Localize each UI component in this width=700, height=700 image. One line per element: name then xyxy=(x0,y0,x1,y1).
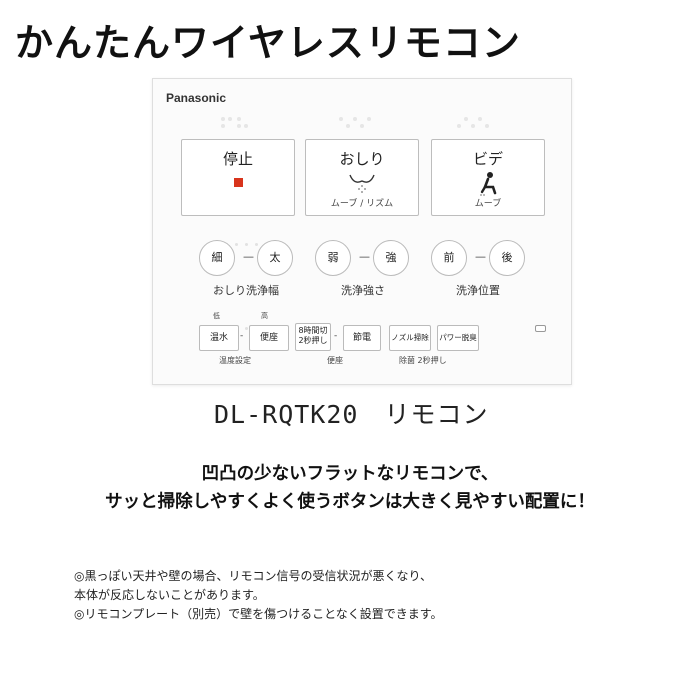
temp-high-label: 高 xyxy=(261,312,268,320)
nozzle-clean-button[interactable]: ノズル掃除 xyxy=(389,325,431,351)
timer-8h-button[interactable]: 8時間切 2秒押し xyxy=(295,323,331,351)
temp-low-label: 低 xyxy=(213,312,220,320)
remote-control: Panasonic 停止 おしり ムーブ / リズム ビデ ムーブ xyxy=(152,78,572,385)
width-dash: — xyxy=(243,250,254,263)
timer-line1: 8時間切 xyxy=(298,326,328,335)
strength-group-label: 洗浄強さ xyxy=(341,284,385,297)
oshiri-spray-icon xyxy=(349,174,375,193)
position-front-button[interactable]: 前 xyxy=(431,240,467,276)
headline: かんたんワイヤレスリモコン xyxy=(15,21,521,65)
oshiri-button[interactable]: おしり ムーブ / リズム xyxy=(305,139,419,216)
power-save-button[interactable]: 節電 xyxy=(343,325,381,351)
temp-level-dots xyxy=(225,315,255,330)
temp-dash: - xyxy=(240,331,244,341)
width-wide-button[interactable]: 太 xyxy=(257,240,293,276)
brand-logo: Panasonic xyxy=(166,91,227,105)
note-line2: 本体が反応しないことがあります。 xyxy=(74,588,265,602)
stop-button-label: 停止 xyxy=(222,150,253,168)
note-line1: ◎黒っぽい天井や壁の場合、リモコン信号の受信状況が悪くなり、 xyxy=(74,569,432,583)
bidet-person-icon xyxy=(480,172,497,196)
oshiri-button-label: おしり xyxy=(339,150,385,168)
oshiri-button-sub: ムーブ / リズム xyxy=(330,199,394,209)
model-caption: DL-RQTK20 リモコン xyxy=(214,400,489,429)
stop-button[interactable]: 停止 xyxy=(181,139,295,216)
bidet-button[interactable]: ビデ ムーブ xyxy=(431,139,545,216)
stop-square-icon xyxy=(233,178,243,187)
position-group-label: 洗浄位置 xyxy=(456,284,500,297)
width-group-label: おしり洗浄幅 xyxy=(213,284,279,297)
save-dash: - xyxy=(334,331,338,341)
note-line3: ◎リモコンプレート（別売）で壁を傷つけることなく設置できます。 xyxy=(74,607,443,621)
braille-dots-oshiri xyxy=(339,117,373,131)
indicator-dots-width xyxy=(225,231,275,246)
temp-setting-label: 温度設定 xyxy=(219,356,251,365)
tagline-line2: サッと掃除しやすくよく使うボタンは大きく見やすい配置に！ xyxy=(105,492,595,512)
bidet-button-sub: ムーブ xyxy=(474,199,502,209)
status-led-icon xyxy=(535,325,546,332)
bidet-button-label: ビデ xyxy=(472,150,503,168)
position-back-button[interactable]: 後 xyxy=(489,240,525,276)
strength-weak-button[interactable]: 弱 xyxy=(315,240,351,276)
water-temp-button[interactable]: 温水 xyxy=(199,325,239,351)
tagline-line1: 凹凸の少ないフラットなリモコンで、 xyxy=(201,464,499,484)
sterilize-label: 除菌 2秒押し xyxy=(399,356,447,365)
strength-strong-button[interactable]: 強 xyxy=(373,240,409,276)
position-dash: — xyxy=(475,250,486,263)
strength-dash: — xyxy=(359,250,370,263)
seat-group-label: 便座 xyxy=(327,356,343,365)
width-narrow-button[interactable]: 細 xyxy=(199,240,235,276)
power-deodorize-button[interactable]: パワー脱臭 xyxy=(437,325,479,351)
braille-dots-bidet xyxy=(457,117,491,131)
seat-temp-button[interactable]: 便座 xyxy=(249,325,289,351)
timer-line2: 2秒押し xyxy=(298,336,328,345)
braille-dots-stop xyxy=(221,117,255,131)
